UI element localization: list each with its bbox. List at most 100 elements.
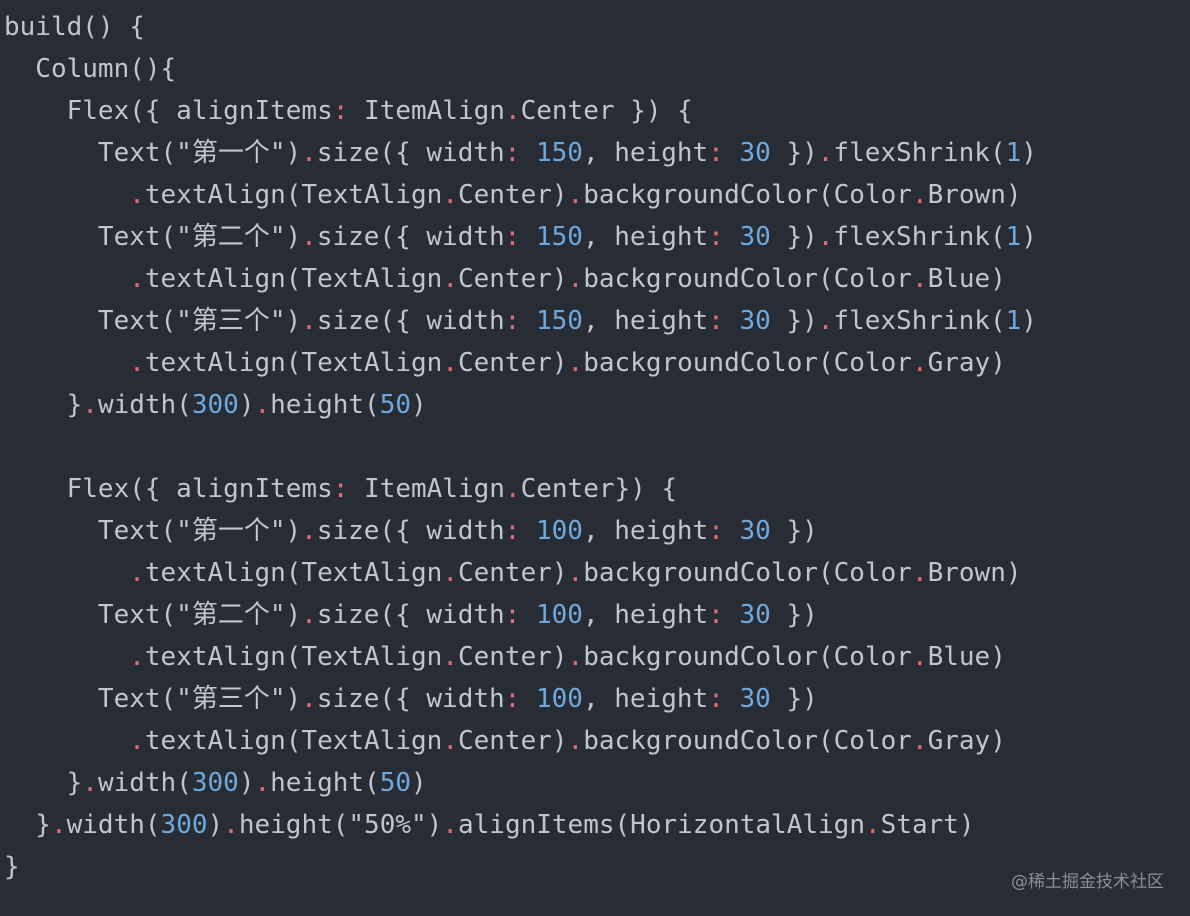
- code-token: textAlign(TextAlign: [144, 180, 443, 210]
- code-token: 150: [535, 306, 583, 336]
- code-token: 30: [739, 684, 771, 714]
- code-token: .: [301, 138, 317, 168]
- code-token: .: [567, 180, 584, 210]
- code-token: backgroundColor(Color: [583, 558, 912, 588]
- code-token: 30: [739, 516, 771, 546]
- code-token: [520, 138, 536, 168]
- code-token: }: [4, 390, 83, 420]
- code-token: Gray): [927, 726, 1006, 756]
- code-token: ): [238, 768, 255, 798]
- code-token: 1: [1005, 306, 1022, 336]
- code-token: size({ width: [316, 138, 505, 168]
- code-token: Text("第一个"): [4, 138, 302, 168]
- code-token: [724, 684, 740, 714]
- code-token: :: [708, 222, 724, 252]
- code-token: size({ width: [316, 222, 505, 252]
- code-token: Center}) {: [520, 474, 678, 504]
- code-token: build() {: [4, 12, 145, 42]
- code-token: :: [708, 600, 724, 630]
- code-token: :: [504, 306, 521, 336]
- code-token: .: [223, 810, 239, 840]
- code-token: :: [332, 474, 349, 504]
- code-token: .: [82, 768, 98, 798]
- code-token: Text("第三个"): [4, 684, 302, 714]
- code-token: flexShrink(: [833, 222, 1006, 252]
- code-token: 1: [1005, 222, 1022, 252]
- code-token: .: [817, 222, 834, 252]
- code-token: ): [207, 810, 224, 840]
- code-token: :: [504, 138, 521, 168]
- code-token: ItemAlign: [348, 96, 505, 126]
- code-token: .: [817, 306, 834, 336]
- code-token: ): [1021, 138, 1037, 168]
- code-token: size({ width: [316, 684, 505, 714]
- code-token: size({ width: [316, 306, 505, 336]
- code-token: 30: [739, 138, 771, 168]
- code-token: Start): [880, 810, 975, 840]
- code-token: .: [817, 138, 834, 168]
- code-token: .: [442, 810, 458, 840]
- code-line: }.width(300).height("50%").alignItems(Ho…: [4, 804, 1186, 846]
- code-token: 150: [535, 138, 583, 168]
- code-token: ): [411, 390, 427, 420]
- code-token: Center): [457, 642, 568, 672]
- code-token: [520, 306, 536, 336]
- code-token: .: [301, 600, 317, 630]
- code-token: [4, 264, 129, 294]
- code-line: }.width(300).height(50): [4, 762, 1186, 804]
- code-token: }: [4, 768, 83, 798]
- code-token: .: [442, 726, 458, 756]
- code-token: textAlign(TextAlign: [144, 726, 443, 756]
- code-token: .: [911, 642, 928, 672]
- code-token: Text("第二个"): [4, 600, 302, 630]
- code-token: [4, 180, 129, 210]
- code-token: .: [129, 180, 145, 210]
- code-token: }): [770, 600, 818, 630]
- code-token: Center): [457, 726, 568, 756]
- code-line: [4, 426, 1186, 468]
- code-token: , height: [582, 306, 709, 336]
- code-token: [520, 684, 536, 714]
- code-token: [520, 222, 536, 252]
- code-token: [4, 642, 129, 672]
- code-token: , height: [582, 684, 709, 714]
- code-token: .: [567, 726, 584, 756]
- code-token: .: [129, 348, 145, 378]
- code-token: :: [708, 684, 724, 714]
- code-token: 100: [535, 516, 583, 546]
- code-token: Center }) {: [520, 96, 693, 126]
- code-token: .: [442, 180, 458, 210]
- code-line: Text("第一个").size({ width: 100, height: 3…: [4, 510, 1186, 552]
- code-token: .: [911, 264, 928, 294]
- code-line: build() {: [4, 6, 1186, 48]
- code-token: height(: [270, 768, 380, 798]
- code-token: .: [567, 558, 584, 588]
- code-token: Text("第三个"): [4, 306, 302, 336]
- code-token: 100: [535, 684, 583, 714]
- code-token: 100: [535, 600, 583, 630]
- code-token: :: [504, 600, 521, 630]
- code-token: .: [911, 180, 928, 210]
- code-token: .: [301, 684, 317, 714]
- code-token: 30: [739, 306, 771, 336]
- code-token: flexShrink(: [833, 138, 1006, 168]
- code-token: .: [129, 642, 145, 672]
- code-token: [724, 600, 740, 630]
- code-token: :: [504, 516, 521, 546]
- code-token: width(: [66, 810, 161, 840]
- code-token: 1: [1005, 138, 1022, 168]
- code-token: [4, 726, 129, 756]
- code-token: .: [50, 810, 67, 840]
- code-token: [724, 306, 740, 336]
- code-token: , height: [582, 138, 709, 168]
- code-token: backgroundColor(Color: [583, 180, 912, 210]
- code-token: .: [504, 96, 521, 126]
- code-token: [724, 516, 740, 546]
- code-token: }: [4, 852, 20, 882]
- code-editor: build() { Column(){ Flex({ alignItems: I…: [4, 6, 1186, 888]
- code-token: }): [770, 222, 818, 252]
- code-token: , height: [582, 222, 709, 252]
- code-line: .textAlign(TextAlign.Center).backgroundC…: [4, 342, 1186, 384]
- code-line: Text("第二个").size({ width: 100, height: 3…: [4, 594, 1186, 636]
- code-token: [4, 558, 129, 588]
